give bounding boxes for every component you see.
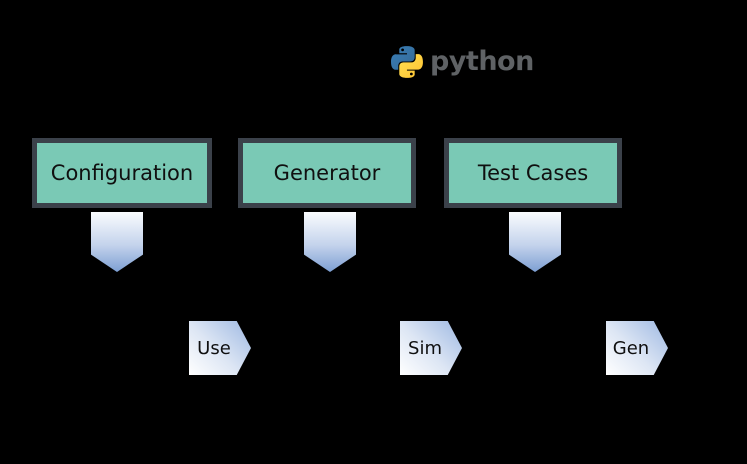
tag-sim: Sim (400, 321, 462, 375)
box-test-cases: Test Cases (444, 138, 622, 208)
tag-gen-label: Gen (612, 337, 650, 359)
box-generator: Generator (238, 138, 416, 208)
box-generator-label: Generator (273, 161, 381, 185)
down-arrow-generator (304, 212, 356, 272)
python-logo: python (391, 46, 534, 78)
python-wordmark: python (430, 46, 534, 77)
python-icon (391, 46, 423, 78)
tag-use: Use (189, 321, 251, 375)
box-test-cases-label: Test Cases (477, 161, 589, 185)
tag-sim-label: Sim (408, 337, 442, 359)
box-configuration-label: Configuration (50, 161, 194, 185)
down-arrow-configuration (91, 212, 143, 272)
tag-gen: Gen (606, 321, 668, 375)
down-arrow-test-cases (509, 212, 561, 272)
tag-use-label: Use (197, 337, 231, 359)
box-configuration: Configuration (32, 138, 212, 208)
